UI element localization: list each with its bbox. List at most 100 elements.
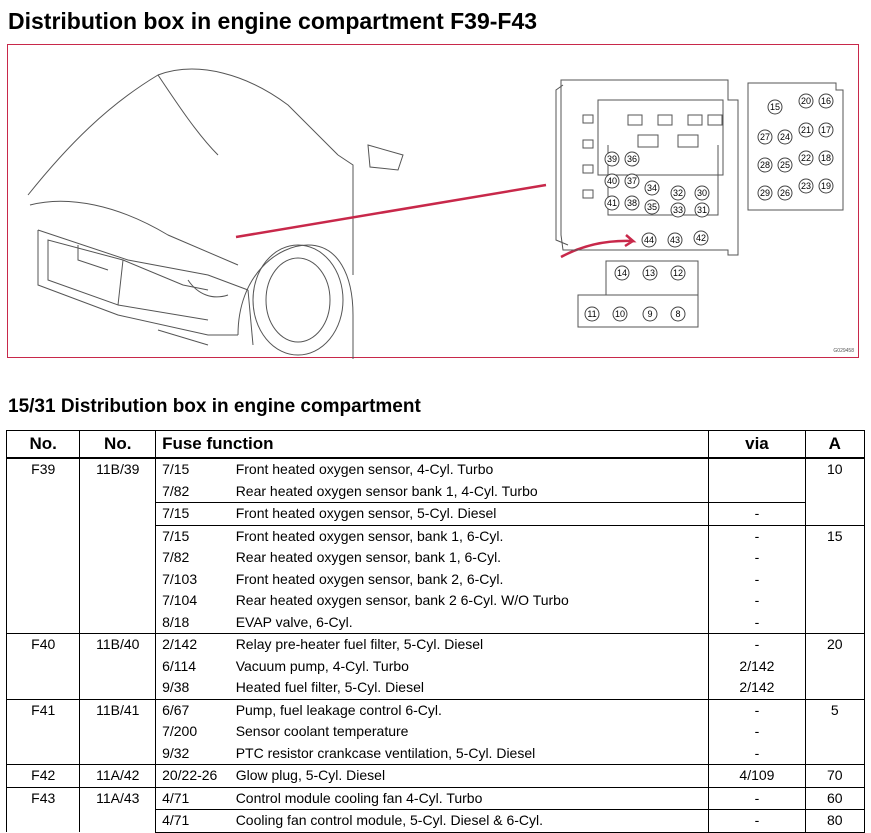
fuse-label: 19 xyxy=(821,181,831,191)
table-row: F39 11B/39 7/15 Front heated oxygen sens… xyxy=(5,457,866,634)
table-row: F42 11A/42 20/22-26 Glow plug, 5-Cyl. Di… xyxy=(5,764,866,787)
fuse-no: F39 xyxy=(5,457,81,634)
fuse-label: 16 xyxy=(821,96,831,106)
fuse-desc: Glow plug, 5-Cyl. Diesel xyxy=(229,764,710,787)
fuse-label: 41 xyxy=(607,198,617,208)
fuse-label: 44 xyxy=(644,235,654,245)
fuse-code: 7/15 xyxy=(155,502,230,525)
pointer-arrow xyxy=(560,234,637,259)
fuse-amps: 15 xyxy=(804,524,866,634)
fuse-label: 35 xyxy=(647,202,657,212)
fuse-label: 22 xyxy=(801,153,811,163)
main-fuse-box xyxy=(555,79,739,256)
fuse-desc: Rear heated oxygen sensor, bank 2 6-Cyl.… xyxy=(229,590,710,612)
fuse-no: F41 xyxy=(5,698,81,765)
fuse-label: 28 xyxy=(760,160,770,170)
diagram-svg: 39 36 40 37 34 32 30 41 38 35 33 31 44 4… xyxy=(27,68,844,359)
fuse-label: 30 xyxy=(697,188,707,198)
fuse-amps: 80 xyxy=(804,809,866,833)
header-amps: A xyxy=(804,430,866,459)
fuse-label: 23 xyxy=(801,181,811,191)
fuse-via: - xyxy=(708,568,806,590)
fuse-desc: Control module cooling fan 4-Cyl. Turbo xyxy=(229,786,710,810)
fuse-via: - xyxy=(708,633,806,656)
fuse-label: 24 xyxy=(780,132,790,142)
fuse-code: 4/71 xyxy=(155,809,230,833)
fuse-code: 7/103 xyxy=(155,568,230,590)
fuse-label: 36 xyxy=(627,154,637,164)
fuse-label: 13 xyxy=(645,268,655,278)
table-row: F43 11A/43 4/71 Control module cooling f… xyxy=(5,786,866,832)
fuse-code: 6/114 xyxy=(155,655,230,677)
main-box-labels: 39 36 40 37 34 32 30 41 38 35 33 31 44 4… xyxy=(607,154,707,245)
fuse-desc: Vacuum pump, 4-Cyl. Turbo xyxy=(229,655,710,677)
lower-box-labels: 14 13 12 11 10 9 8 xyxy=(587,268,683,319)
fuse-desc: Heated fuel filter, 5-Cyl. Diesel xyxy=(229,677,710,699)
fuse-via: - xyxy=(708,786,806,810)
fuse-desc: EVAP valve, 6-Cyl. xyxy=(229,611,710,634)
header-no-2: No. xyxy=(79,430,157,459)
fuse-no: F42 xyxy=(5,764,81,787)
fuse-no: F40 xyxy=(5,633,81,699)
fuse-label: 8 xyxy=(675,309,680,319)
right-fuse-box xyxy=(747,82,844,211)
fuse-no-2: 11A/43 xyxy=(79,786,157,832)
fuse-no-2: 11B/40 xyxy=(79,633,157,699)
table-row: 7/200 Sensor coolant temperature - xyxy=(7,721,865,743)
right-box-fuses xyxy=(757,93,834,201)
fuse-code: 9/38 xyxy=(155,677,230,699)
fuse-via: - xyxy=(708,524,806,547)
fuse-label: 21 xyxy=(801,125,811,135)
section-title: 15/31 Distribution box in engine compart… xyxy=(8,396,421,417)
fuse-label: 31 xyxy=(697,205,707,215)
pointer-line xyxy=(235,183,547,239)
fuse-desc: Front heated oxygen sensor, bank 2, 6-Cy… xyxy=(229,568,710,590)
fuse-code: 7/104 xyxy=(155,590,230,612)
header-no: No. xyxy=(5,430,81,459)
fuse-via: - xyxy=(708,698,806,721)
lower-fuse-box xyxy=(577,260,699,328)
table-row: 9/38 Heated fuel filter, 5-Cyl. Diesel 2… xyxy=(7,677,865,699)
car-drawing xyxy=(27,68,404,359)
fuse-code: 8/18 xyxy=(155,611,230,634)
table-row: 7/104 Rear heated oxygen sensor, bank 2 … xyxy=(7,590,865,612)
fuse-code: 9/32 xyxy=(155,742,230,765)
fuse-via: - xyxy=(708,742,806,765)
fuse-desc: Front heated oxygen sensor, 5-Cyl. Diese… xyxy=(229,502,710,525)
fuse-via: - xyxy=(708,547,806,569)
fuse-code: 7/82 xyxy=(155,480,230,503)
fuse-code: 2/142 xyxy=(155,633,230,656)
fuse-label: 38 xyxy=(627,198,637,208)
table-row: 7/103 Front heated oxygen sensor, bank 2… xyxy=(7,568,865,590)
fuse-label: 18 xyxy=(821,153,831,163)
table-row: 7/15 Front heated oxygen sensor, 5-Cyl. … xyxy=(7,502,865,525)
fuse-code: 7/82 xyxy=(155,547,230,569)
fuse-desc: PTC resistor crankcase ventilation, 5-Cy… xyxy=(229,742,710,765)
fuse-desc: Rear heated oxygen sensor, bank 1, 6-Cyl… xyxy=(229,547,710,569)
fuse-no: F43 xyxy=(5,786,81,832)
fuse-label: 14 xyxy=(617,268,627,278)
fuse-code: 7/15 xyxy=(155,457,230,481)
fuse-label: 12 xyxy=(673,268,683,278)
fuse-desc: Cooling fan control module, 5-Cyl. Diese… xyxy=(229,809,710,833)
fuse-no-2: 11B/41 xyxy=(79,698,157,765)
fuse-via: - xyxy=(708,809,806,833)
fuse-via: 2/142 xyxy=(708,677,806,699)
fuse-code: 7/200 xyxy=(155,721,230,743)
fuse-label: 26 xyxy=(780,188,790,198)
fuse-desc: Front heated oxygen sensor, bank 1, 6-Cy… xyxy=(229,524,710,547)
fuse-label: 9 xyxy=(647,309,652,319)
fuse-label: 10 xyxy=(615,309,625,319)
fuse-label: 37 xyxy=(627,176,637,186)
fuse-label: 42 xyxy=(696,233,706,243)
table-row: 7/82 Rear heated oxygen sensor bank 1, 4… xyxy=(7,480,865,503)
fuse-label: 39 xyxy=(607,154,617,164)
table-row: 7/15 Front heated oxygen sensor, bank 1,… xyxy=(7,524,866,634)
header-fuse-function: Fuse function xyxy=(155,430,710,459)
fuse-code: 6/67 xyxy=(155,698,230,721)
fuse-via xyxy=(708,457,806,503)
fuse-label: 15 xyxy=(770,102,780,112)
fuse-desc: Sensor coolant temperature xyxy=(229,721,710,743)
fuse-label: 40 xyxy=(607,176,617,186)
fuse-table: No. No. Fuse function via A F39 11B/39 7… xyxy=(5,430,866,833)
